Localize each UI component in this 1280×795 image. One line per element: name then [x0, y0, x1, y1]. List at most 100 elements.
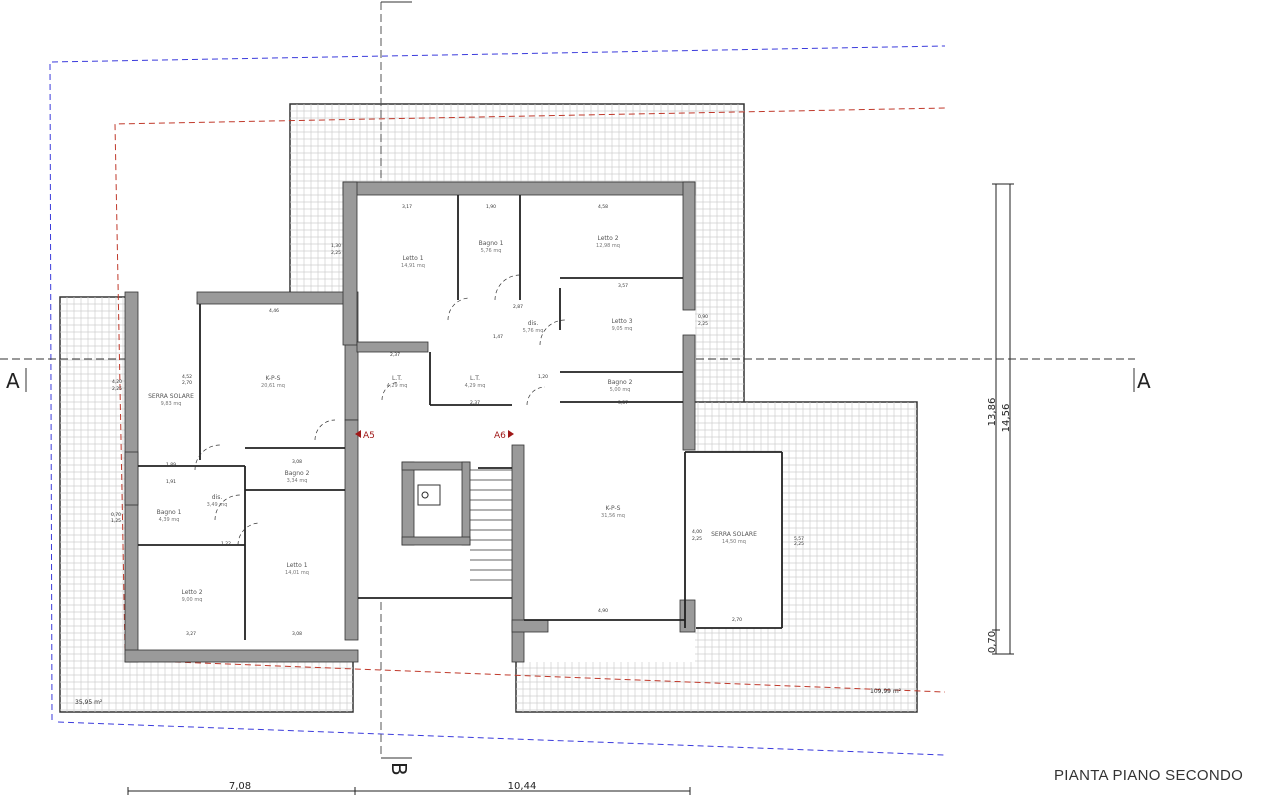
wall [401, 461, 471, 471]
dimension-label: 1,91 [166, 479, 176, 485]
view-marker-a6: A6 [494, 431, 506, 441]
room-area: 5,76 mq [523, 328, 544, 334]
dimension-label: 4,00 [692, 529, 702, 535]
wall [511, 619, 549, 633]
dimension-label: 1,47 [493, 334, 503, 340]
terrace-area-right: 109,99 m² [870, 688, 902, 695]
room-area: 5,00 mq [610, 387, 631, 393]
dimension-label: 2,37 [470, 400, 480, 406]
door-swing [447, 297, 471, 321]
dimension-label: 1,20 [538, 374, 548, 380]
red-outline-line [114, 107, 946, 651]
wall [342, 181, 358, 346]
red-outline-line [124, 659, 946, 693]
room-name: Letto 3 [611, 318, 632, 325]
room-name: SERRA SOLARE [711, 531, 757, 538]
wall [124, 451, 139, 506]
room-area: 12,98 mq [596, 243, 620, 249]
room-area: 4,29 mq [387, 383, 408, 389]
floor-area [343, 182, 695, 422]
room-area: 3,34 mq [287, 478, 308, 484]
dimension-label: 4,20 [112, 379, 122, 385]
wall [682, 334, 696, 451]
room-name: SERRA SOLARE [148, 393, 194, 400]
room-area: 5,76 mq [481, 248, 502, 254]
overall-dim-left: 7,08 [229, 781, 251, 792]
dimension-label: 2,70 [182, 380, 192, 386]
dimension-label: 1,22 [221, 541, 231, 547]
overall-dimension-vertical [992, 183, 1014, 655]
wall [401, 536, 471, 546]
dimension-label: 0,70 [111, 512, 121, 518]
room-area: 9,05 mq [612, 326, 633, 332]
room-area: 14,01 mq [285, 570, 309, 576]
room-area: 14,91 mq [401, 263, 425, 269]
dimension-label: 2,25 [692, 536, 702, 542]
dimension-label: 2,25 [112, 386, 122, 392]
view-marker-a6-arrow [508, 430, 514, 438]
room-name: Letto 2 [597, 235, 618, 242]
view-marker-a5: A5 [363, 431, 375, 441]
overall-dim-right: 10,44 [508, 781, 537, 792]
room-area: 9,83 mq [161, 401, 182, 407]
dimension-label: 3,57 [618, 400, 628, 406]
room-name: L.T. [392, 375, 402, 382]
dimension-label: 5,57 [794, 536, 804, 542]
dimension-label: 4,46 [269, 308, 279, 314]
lift-icon [417, 484, 441, 506]
room-name: Bagno 1 [479, 240, 504, 247]
room-name: K-P-S [266, 375, 281, 382]
blue-outline-line [57, 721, 946, 756]
door-swing [526, 386, 546, 406]
dimension-label: 1,25 [111, 518, 121, 524]
door-swing [237, 522, 261, 546]
room-area: 20,61 mq [261, 383, 285, 389]
section-mark-b: B [387, 762, 411, 776]
wall [124, 649, 359, 663]
door-swing [314, 419, 336, 441]
dimension-label: 1,90 [486, 204, 496, 210]
floor-area [685, 452, 782, 628]
drawing-title: PIANTA PIANO SECONDO [1054, 767, 1244, 784]
wall [401, 461, 415, 546]
room-name: Letto 1 [286, 562, 307, 569]
dimension-label: 3,08 [292, 631, 302, 637]
room-name: L.T. [470, 375, 480, 382]
dimension-label: 2,37 [390, 352, 400, 358]
wall [679, 599, 696, 633]
wall [356, 341, 429, 353]
wall [682, 181, 696, 311]
overall-dimension-bottom [127, 787, 691, 795]
room-name: K-P-S [606, 505, 621, 512]
blue-outline-line [49, 45, 946, 721]
dimension-label: 0,90 [698, 314, 708, 320]
dimension-label: 4,52 [182, 374, 192, 380]
room-name: Letto 1 [402, 255, 423, 262]
dimension-label: 3,27 [186, 631, 196, 637]
room-name: Bagno 2 [608, 379, 633, 386]
wall [196, 291, 346, 305]
room-area: 4,39 mq [159, 517, 180, 523]
wall [344, 419, 359, 641]
section-mark-a-right: A [1137, 369, 1151, 393]
dimension-label: 2,25 [331, 250, 341, 256]
floor-area [125, 292, 358, 662]
room-area: 9,00 mq [182, 597, 203, 603]
dimension-label: 2,70 [732, 617, 742, 623]
door-swing [381, 381, 401, 401]
room-name: Bagno 1 [157, 509, 182, 516]
overall-dim-height-inner: 13,86 [987, 398, 998, 427]
room-area: 3,49 mq [207, 502, 228, 508]
room-name: Bagno 2 [285, 470, 310, 477]
room-area: 31,56 mq [601, 513, 625, 519]
dimension-label: 3,08 [292, 459, 302, 465]
overall-dim-height-outer: 14,56 [1001, 404, 1012, 433]
dimension-label: 4,58 [598, 204, 608, 210]
section-mark-a-left: A [6, 369, 20, 393]
dimension-label: 3,17 [402, 204, 412, 210]
room-name: Letto 2 [181, 589, 202, 596]
view-marker-a5-arrow [355, 430, 361, 438]
